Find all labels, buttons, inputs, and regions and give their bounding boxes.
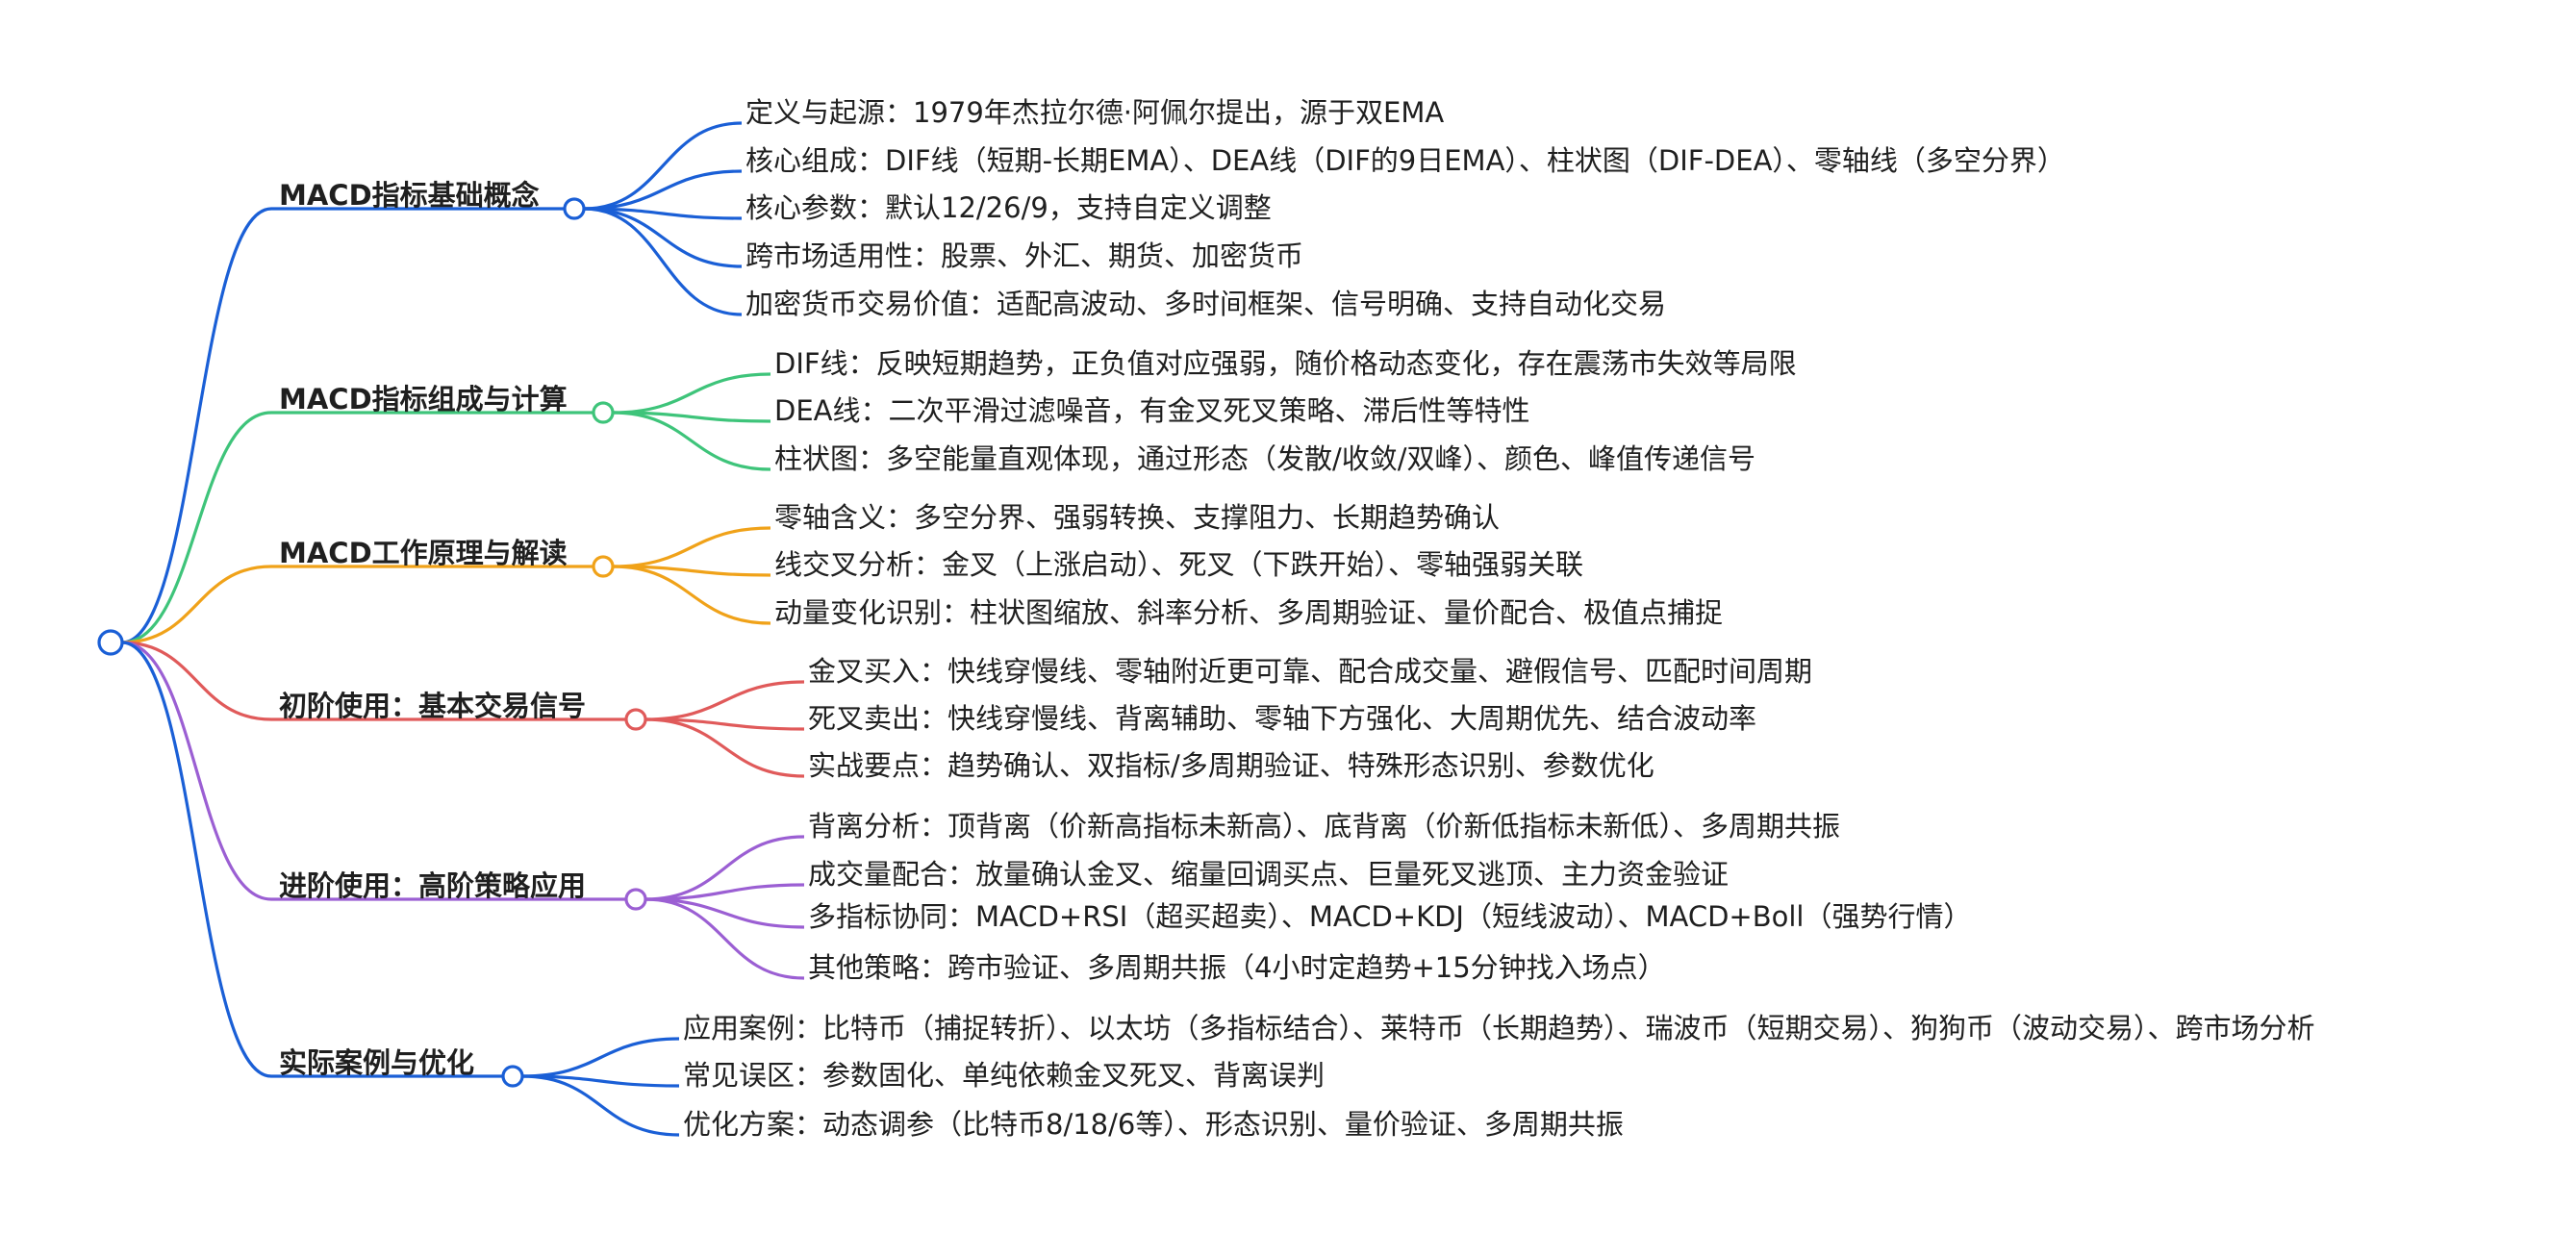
child-edge-4-1: [644, 680, 805, 721]
branch-label-1: MACD指标基础概念: [279, 179, 540, 212]
child-edge-5-3: [644, 897, 805, 929]
leaf-label-4-2: 死叉卖出：快线穿慢线、背离辅助、零轴下方强化、大周期优先、结合波动率: [808, 702, 1756, 735]
branch-label-6: 实际案例与优化: [279, 1046, 474, 1079]
branch-label-2: MACD指标组成与计算: [279, 383, 568, 415]
leaf-label-1-4: 跨市场适用性：股票、外汇、期货、加密货币: [745, 239, 1303, 272]
root-edge-4: [121, 641, 272, 721]
child-edge-3-3: [612, 565, 771, 625]
child-edge-6-3: [521, 1074, 680, 1137]
child-edge-4-2: [644, 717, 805, 731]
child-edge-5-1: [644, 835, 805, 901]
child-edge-1-1: [583, 121, 743, 211]
leaf-label-5-2: 成交量配合：放量确认金叉、缩量回调买点、巨量死叉逃顶、主力资金验证: [808, 858, 1729, 891]
mindmap-edges: [121, 121, 805, 1137]
child-edge-2-3: [612, 411, 771, 471]
child-edge-2-1: [612, 372, 771, 415]
branch-label-3: MACD工作原理与解读: [279, 537, 568, 569]
branch-node-6[interactable]: [501, 1065, 524, 1088]
leaf-label-1-5: 加密货币交易价值：适配高波动、多时间框架、信号明确、支持自动化交易: [745, 288, 1666, 320]
branch-node-2[interactable]: [592, 401, 615, 424]
child-edge-5-2: [644, 883, 805, 901]
root-node[interactable]: [97, 629, 124, 656]
leaf-label-5-1: 背离分析：顶背离（价新高指标未新高）、底背离（价新低指标未新低）、多周期共振: [808, 810, 1840, 843]
leaf-label-4-3: 实战要点：趋势确认、双指标/多周期验证、特殊形态识别、参数优化: [808, 749, 1654, 782]
branch-node-5[interactable]: [624, 888, 647, 911]
branch-node-1[interactable]: [563, 197, 586, 220]
child-edge-6-2: [521, 1074, 680, 1088]
child-edge-6-1: [521, 1037, 680, 1078]
branch-node-3[interactable]: [592, 555, 615, 578]
child-edge-1-4: [583, 207, 743, 268]
leaf-label-6-2: 常见误区：参数固化、单纯依赖金叉死叉、背离误判: [683, 1059, 1325, 1092]
leaf-label-1-3: 核心参数：默认12/26/9，支持自定义调整: [745, 191, 1272, 224]
child-edge-3-2: [612, 565, 771, 577]
root-edge-1: [121, 207, 272, 644]
child-edge-1-2: [583, 169, 743, 211]
leaf-label-2-3: 柱状图：多空能量直观体现，通过形态（发散/收敛/双峰）、颜色、峰值传递信号: [774, 442, 1755, 475]
leaf-label-5-3: 多指标协同：MACD+RSI（超买超卖）、MACD+KDJ（短线波动）、MACD…: [808, 900, 1971, 933]
child-edge-2-2: [612, 411, 771, 423]
root-edge-6: [121, 641, 272, 1078]
root-edge-2: [121, 411, 272, 644]
child-edge-3-1: [612, 526, 771, 568]
branch-node-4[interactable]: [624, 708, 647, 731]
leaf-label-6-3: 优化方案：动态调参（比特币8/18/6等）、形态识别、量价验证、多周期共振: [683, 1108, 1624, 1141]
child-edge-4-3: [644, 717, 805, 778]
mindmap-nodes: MACD指标基础概念 定义与起源：1979年杰拉尔德·阿佩尔提出，源于双EMA 核心…: [97, 96, 2315, 1141]
child-edge-1-3: [583, 207, 743, 220]
branch-label-5: 进阶使用：高阶策略应用: [279, 869, 586, 902]
branch-label-4: 初阶使用：基本交易信号: [279, 690, 586, 722]
leaf-label-1-2: 核心组成：DIF线（短期-长期EMA）、DEA线（DIF的9日EMA）、柱状图（…: [745, 144, 2065, 177]
leaf-label-3-2: 线交叉分析：金叉（上涨启动）、死叉（下跌开始）、零轴强弱关联: [774, 548, 1583, 581]
leaf-label-2-2: DEA线：二次平滑过滤噪音，有金叉死叉策略、滞后性等特性: [774, 394, 1530, 427]
leaf-label-3-3: 动量变化识别：柱状图缩放、斜率分析、多周期验证、量价配合、极值点捕捉: [774, 596, 1723, 629]
root-edge-5: [121, 641, 272, 901]
root-edge-3: [121, 565, 272, 644]
leaf-label-4-1: 金叉买入：快线穿慢线、零轴附近更可靠、配合成交量、避假信号、匹配时间周期: [808, 655, 1812, 688]
leaf-label-6-1: 应用案例：比特币（捕捉转折）、以太坊（多指标结合）、莱特币（长期趋势）、瑞波币（…: [683, 1012, 2315, 1044]
leaf-label-5-4: 其他策略：跨市验证、多周期共振（4小时定趋势+15分钟找入场点）: [808, 951, 1666, 984]
child-edge-5-4: [644, 897, 805, 980]
child-edge-1-5: [583, 207, 743, 316]
leaf-label-1-1: 定义与起源：1979年杰拉尔德·阿佩尔提出，源于双EMA: [745, 96, 1444, 129]
leaf-label-3-1: 零轴含义：多空分界、强弱转换、支撑阻力、长期趋势确认: [774, 501, 1500, 534]
leaf-label-2-1: DIF线：反映短期趋势，正负值对应强弱，随价格动态变化，存在震荡市失效等局限: [774, 347, 1797, 380]
